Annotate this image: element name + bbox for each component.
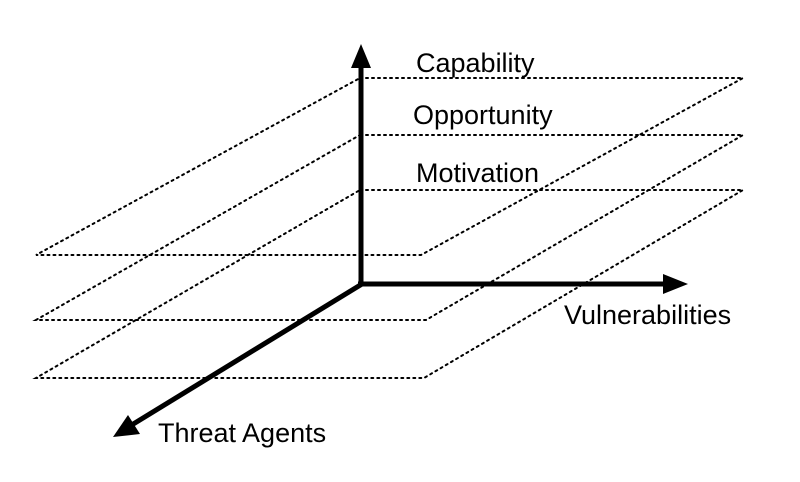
vulnerabilities-axis-arrowhead [663,274,688,294]
motivation-label: Motivation [416,158,539,188]
dotted-planes [32,77,747,379]
threat-agents-axis-arrowhead [113,415,140,437]
capability-label: Capability [416,48,535,78]
vertical-axis-arrowhead [351,44,371,68]
vulnerabilities-label: Vulnerabilities [564,300,731,330]
capability-plane [35,77,744,256]
labels: Capability Opportunity Motivation Vulner… [158,48,731,448]
opportunity-plane [32,134,747,321]
axes [113,44,688,437]
motivation-plane [32,189,747,379]
opportunity-label: Opportunity [413,100,553,130]
threat-agents-axis [128,281,364,429]
threat-agents-label: Threat Agents [158,418,326,448]
